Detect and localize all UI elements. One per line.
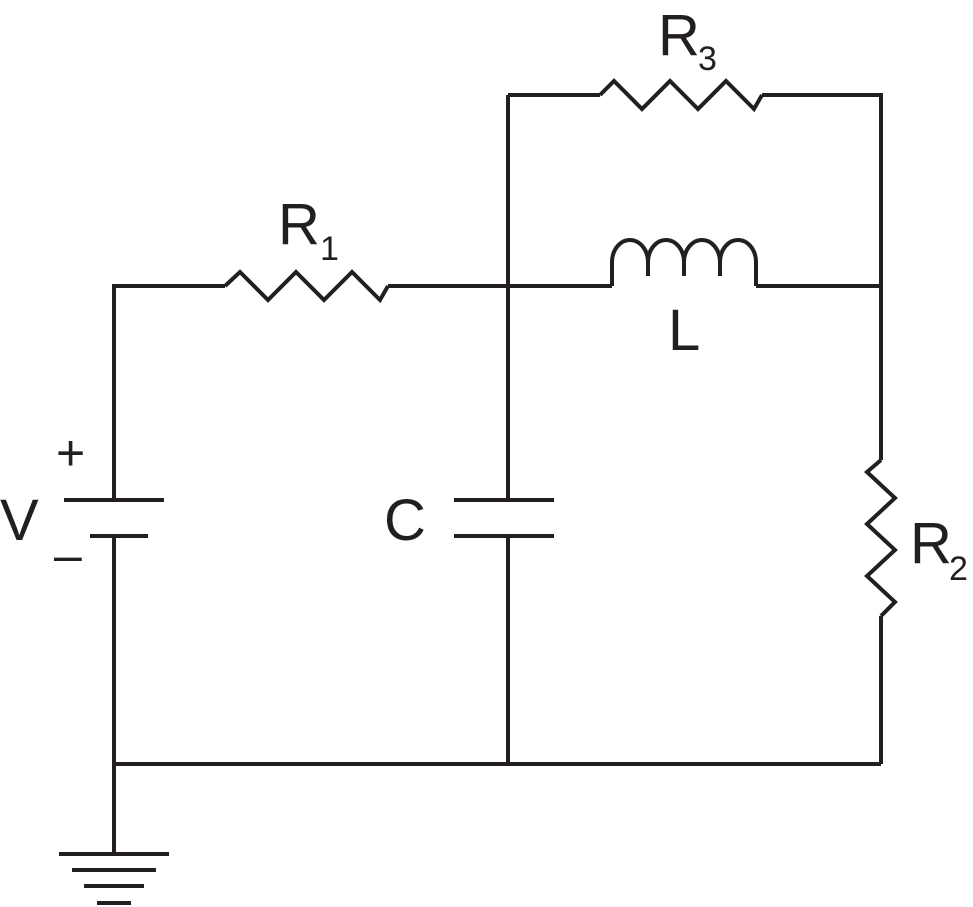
label-capacitor-c: C bbox=[384, 488, 426, 553]
label-source-plus: + bbox=[56, 425, 85, 481]
resistor-r2 bbox=[863, 458, 898, 618]
label-r2-letter: R bbox=[910, 511, 952, 576]
resistor-r1 bbox=[223, 269, 390, 304]
resistor-r3 bbox=[598, 78, 764, 113]
wire-r3-right bbox=[762, 93, 883, 286]
inductor-l bbox=[610, 238, 758, 286]
label-r3-index: 3 bbox=[698, 40, 717, 78]
wire-left-top bbox=[112, 284, 225, 500]
label-r2-index: 2 bbox=[949, 550, 968, 588]
label-r1-letter: R bbox=[278, 192, 320, 257]
label-source-v: V bbox=[0, 488, 39, 553]
label-inductor-l: L bbox=[668, 298, 700, 363]
label-source-minus: – bbox=[54, 527, 82, 583]
ground-icon bbox=[59, 852, 169, 905]
label-r1-index: 1 bbox=[320, 230, 339, 268]
label-r3-letter: R bbox=[658, 3, 700, 68]
